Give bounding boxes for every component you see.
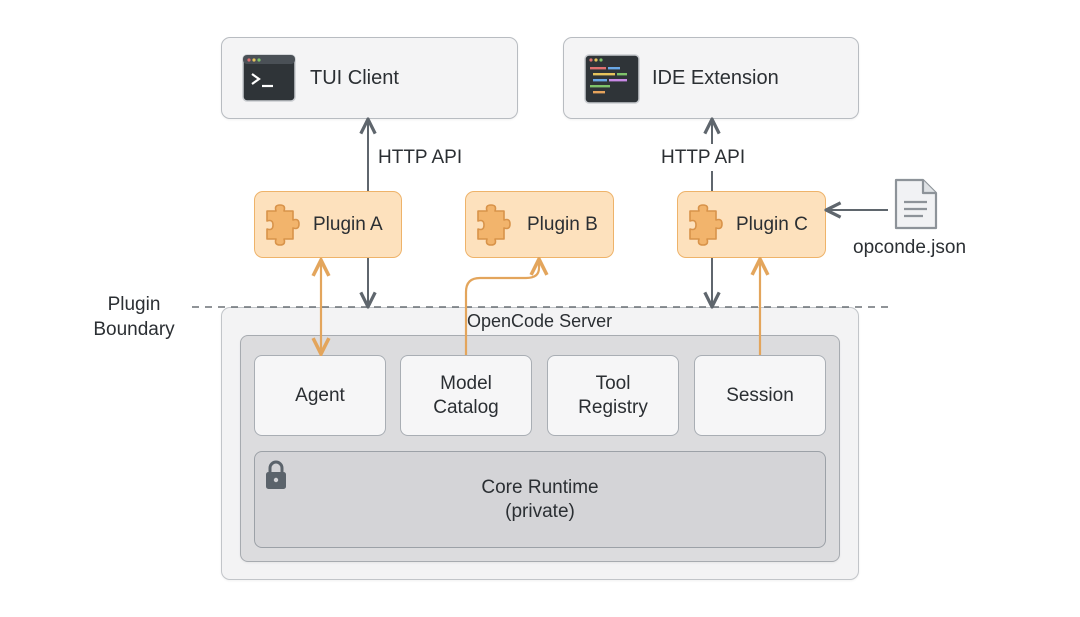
terminal-icon	[242, 54, 296, 102]
module-tool-registry-line2: Registry	[578, 396, 648, 418]
puzzle-piece-icon	[266, 204, 300, 246]
plugin-boundary-label-line2: Boundary	[93, 319, 175, 340]
module-model-catalog-line2: Catalog	[433, 396, 499, 418]
tui-client-box: TUI Client	[221, 37, 518, 119]
module-tool-registry: Tool Registry	[547, 355, 679, 436]
puzzle-piece-shape	[689, 204, 723, 246]
ide-extension-box: IDE Extension	[563, 37, 859, 119]
module-agent-label: Agent	[295, 384, 345, 406]
lock-icon	[266, 460, 286, 489]
module-model-catalog: Model Catalog	[400, 355, 532, 436]
server-title: OpenCode Server	[467, 311, 613, 331]
code-editor-icon	[584, 54, 640, 104]
module-tool-registry-line1: Tool	[595, 372, 631, 394]
core-runtime-subtitle: (private)	[505, 500, 575, 522]
plugin-boundary-label-line1: Plugin	[107, 294, 161, 315]
config-file-label: opconde.json	[853, 237, 967, 258]
puzzle-piece-shape	[477, 204, 511, 246]
document-icon	[894, 178, 938, 230]
ide-extension-label: IDE Extension	[652, 67, 779, 89]
puzzle-piece-shape	[266, 204, 300, 246]
module-model-catalog-line1: Model	[440, 372, 492, 394]
tui-client-label: TUI Client	[310, 67, 399, 89]
plugin-b-label: Plugin B	[527, 214, 598, 235]
plugin-a-box: Plugin A	[254, 191, 402, 258]
plugin-a-label: Plugin A	[313, 214, 383, 235]
plugin-c-label: Plugin C	[736, 214, 808, 235]
module-agent: Agent	[254, 355, 386, 436]
core-runtime-box: Core Runtime (private)	[254, 451, 826, 548]
http-api-label-right: HTTP API	[661, 147, 746, 168]
plugin-b-box: Plugin B	[465, 191, 614, 258]
puzzle-piece-icon	[689, 204, 723, 246]
plugin-c-box: Plugin C	[677, 191, 826, 258]
http-api-label-left: HTTP API	[378, 147, 463, 168]
plugin-boundary-label: Plugin Boundary	[86, 292, 182, 342]
module-session: Session	[694, 355, 826, 436]
module-session-label: Session	[726, 384, 794, 406]
core-runtime-title: Core Runtime	[481, 476, 599, 498]
puzzle-piece-icon	[477, 204, 511, 246]
